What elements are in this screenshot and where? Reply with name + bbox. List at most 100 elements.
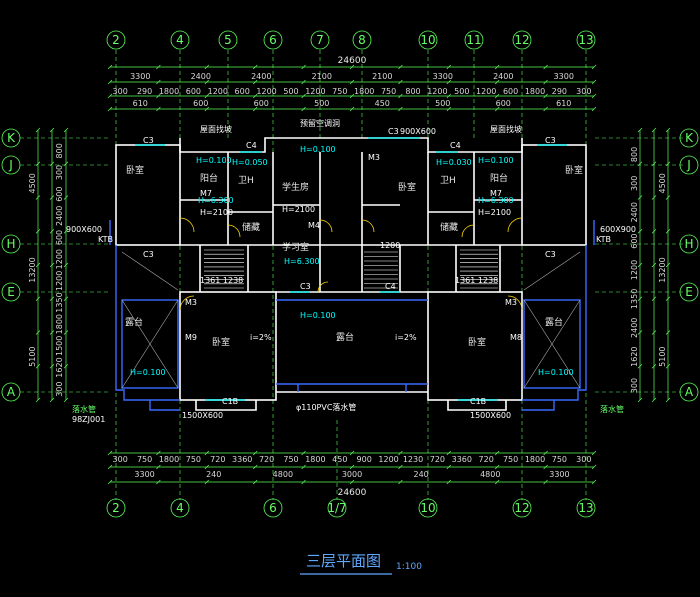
dim-top-row3: 1200 <box>305 87 325 96</box>
dim-top-row3: 1200 <box>476 87 496 96</box>
tag-m3-mid: M3 <box>368 153 380 162</box>
room-wc-left: 卫H <box>238 176 254 186</box>
level-terrace-left: H=0.100 <box>130 368 166 377</box>
dim-top-row3: 500 <box>283 87 298 96</box>
grid-bubble-bottom: 2 <box>106 498 126 518</box>
dim-right-inner: 1350 <box>630 289 639 309</box>
room-big-bedroom-left: 卧室 <box>212 336 230 348</box>
level-annotations: H=0.100 H=0.100 H=0.050 H=0.030 H=6.300 … <box>130 145 574 377</box>
level-h6300-right: H=6.300 <box>478 196 514 205</box>
grid-bubble-top: 4 <box>170 30 190 50</box>
note-drain-right: 落水管 <box>600 404 624 414</box>
dimension-lines <box>37 66 669 483</box>
dim-top-row2: 2400 <box>493 72 513 81</box>
tag-c1b-size-left: 1500X600 <box>182 411 223 420</box>
overall-width-bottom: 24600 <box>338 488 367 498</box>
dim-top-row3: 290 <box>552 87 567 96</box>
grid-bubble-bottom: 13 <box>576 498 596 518</box>
dim-top-row2: 2400 <box>191 72 211 81</box>
dim-left-outer: 5100 <box>28 346 37 366</box>
grid-bubble-top: 10 <box>418 30 438 50</box>
dim-left-inner: 1200 <box>55 271 64 291</box>
tag-size-left: 900X600 <box>66 225 102 234</box>
dim-bottom-row1: 1800 <box>305 455 325 464</box>
dim-top-row3: 1200 <box>427 87 447 96</box>
note-drain-left: 落水管 <box>72 404 96 414</box>
level-left-balcony: H=0.100 <box>196 156 232 165</box>
dim-top-row2: 2100 <box>312 72 332 81</box>
dim-right-outer: 13200 <box>658 257 667 282</box>
dim-bottom-row1: 1800 <box>525 455 545 464</box>
grid-bubble-bottom: 6 <box>263 498 283 518</box>
overall-width-top: 24600 <box>338 56 367 66</box>
dim-left-inner: 1200 <box>55 249 64 269</box>
room-balcony-right: 阳台 <box>490 172 508 184</box>
room-bedroom-mid: 卧室 <box>398 181 416 193</box>
tag-ktb-left: KTB <box>98 235 113 244</box>
grid-bubble-top: 11 <box>464 30 484 50</box>
tag-c3-left-lower: C3 <box>143 250 154 259</box>
dim-top-row3: 290 <box>137 87 152 96</box>
grid-bubble-top: 7 <box>310 30 330 50</box>
grid-bubble-right: H <box>679 234 699 254</box>
dim-top-row4: 610 <box>556 99 571 108</box>
dim-bottom-row1: 750 <box>552 455 567 464</box>
dim-top-row3: 1800 <box>159 87 179 96</box>
level-right-balcony: H=0.100 <box>478 156 514 165</box>
dim-bottom-row1: 1800 <box>159 455 179 464</box>
dim-top-row2: 3300 <box>554 72 574 81</box>
tag-c3-right-lower: C3 <box>545 250 556 259</box>
grid-label-right: K <box>685 131 694 145</box>
dim-bottom-row1: 3360 <box>452 455 472 464</box>
drawing-scale: 1:100 <box>396 562 422 572</box>
room-storage-right: 储藏 <box>440 221 458 233</box>
dim-top-row3: 600 <box>503 87 518 96</box>
right-dimensions: 4500132005100800300240060012001350240016… <box>630 147 667 393</box>
tag-m3-right: M3 <box>505 298 517 307</box>
left-dimensions: 4500132005100800300600240060012001200135… <box>28 143 64 397</box>
room-labels: 卧室 卧室 阳台 阳台 卫H 卫H 学生房 卧室 储藏 储藏 学习室 露台 露台… <box>125 164 583 348</box>
level-h2100-mid: H=2100 <box>282 205 315 214</box>
note-wall-left: 1361 1238 <box>200 276 243 285</box>
dim-left-inner: 600 <box>55 187 64 202</box>
dim-top-row2: 2400 <box>251 72 271 81</box>
dim-left-inner: 300 <box>55 382 64 397</box>
dim-bottom-row1: 720 <box>210 455 225 464</box>
grid-bubble-top: 8 <box>352 30 372 50</box>
dimension-ticks <box>35 64 671 485</box>
room-wc-right: 卫H <box>440 176 456 186</box>
dim-right-outer: 5100 <box>658 346 667 366</box>
dim-left-inner: 1620 <box>55 357 64 377</box>
window-tags: C3 C3 C4 C4 C3 900X600 C3 C4 C1B C1B 150… <box>66 127 636 420</box>
dim-left-inner: 800 <box>55 143 64 158</box>
grid-label-right: E <box>685 285 693 299</box>
dim-left-inner: 600 <box>55 230 64 245</box>
dim-left-inner: 1500 <box>55 336 64 356</box>
dim-top-row3: 1200 <box>208 87 228 96</box>
dim-bottom-row1: 720 <box>430 455 445 464</box>
grid-bubble-bottom: 10 <box>418 498 438 518</box>
room-terrace-left: 露台 <box>125 316 143 328</box>
dim-bottom-row1: 3360 <box>232 455 252 464</box>
grid-bubble-top: 2 <box>106 30 126 50</box>
tag-m3-left: M3 <box>185 298 197 307</box>
grid-bubble-right: K <box>679 128 699 148</box>
dim-bottom-row1: 750 <box>503 455 518 464</box>
grid-bubble-left: K <box>1 128 21 148</box>
terrace-outline <box>109 220 595 411</box>
level-top-mid: H=0.100 <box>300 145 336 154</box>
dim-top-row4: 610 <box>133 99 148 108</box>
grid-label-bottom: 2 <box>112 501 120 515</box>
dim-top-row3: 300 <box>576 87 591 96</box>
dim-right-outer: 4500 <box>658 173 667 193</box>
dim-left-inner: 1350 <box>55 292 64 312</box>
tag-c1b-right: C1B <box>470 397 486 406</box>
room-big-bedroom-right: 卧室 <box>468 336 486 348</box>
tag-c3-top: C3 <box>388 127 399 136</box>
grid-label-top: 2 <box>112 33 120 47</box>
dim-top-row2: 3300 <box>433 72 453 81</box>
grid-label-top: 5 <box>224 33 232 47</box>
grid-label-bottom: 6 <box>269 501 277 515</box>
grid-label-right: J <box>686 158 691 172</box>
